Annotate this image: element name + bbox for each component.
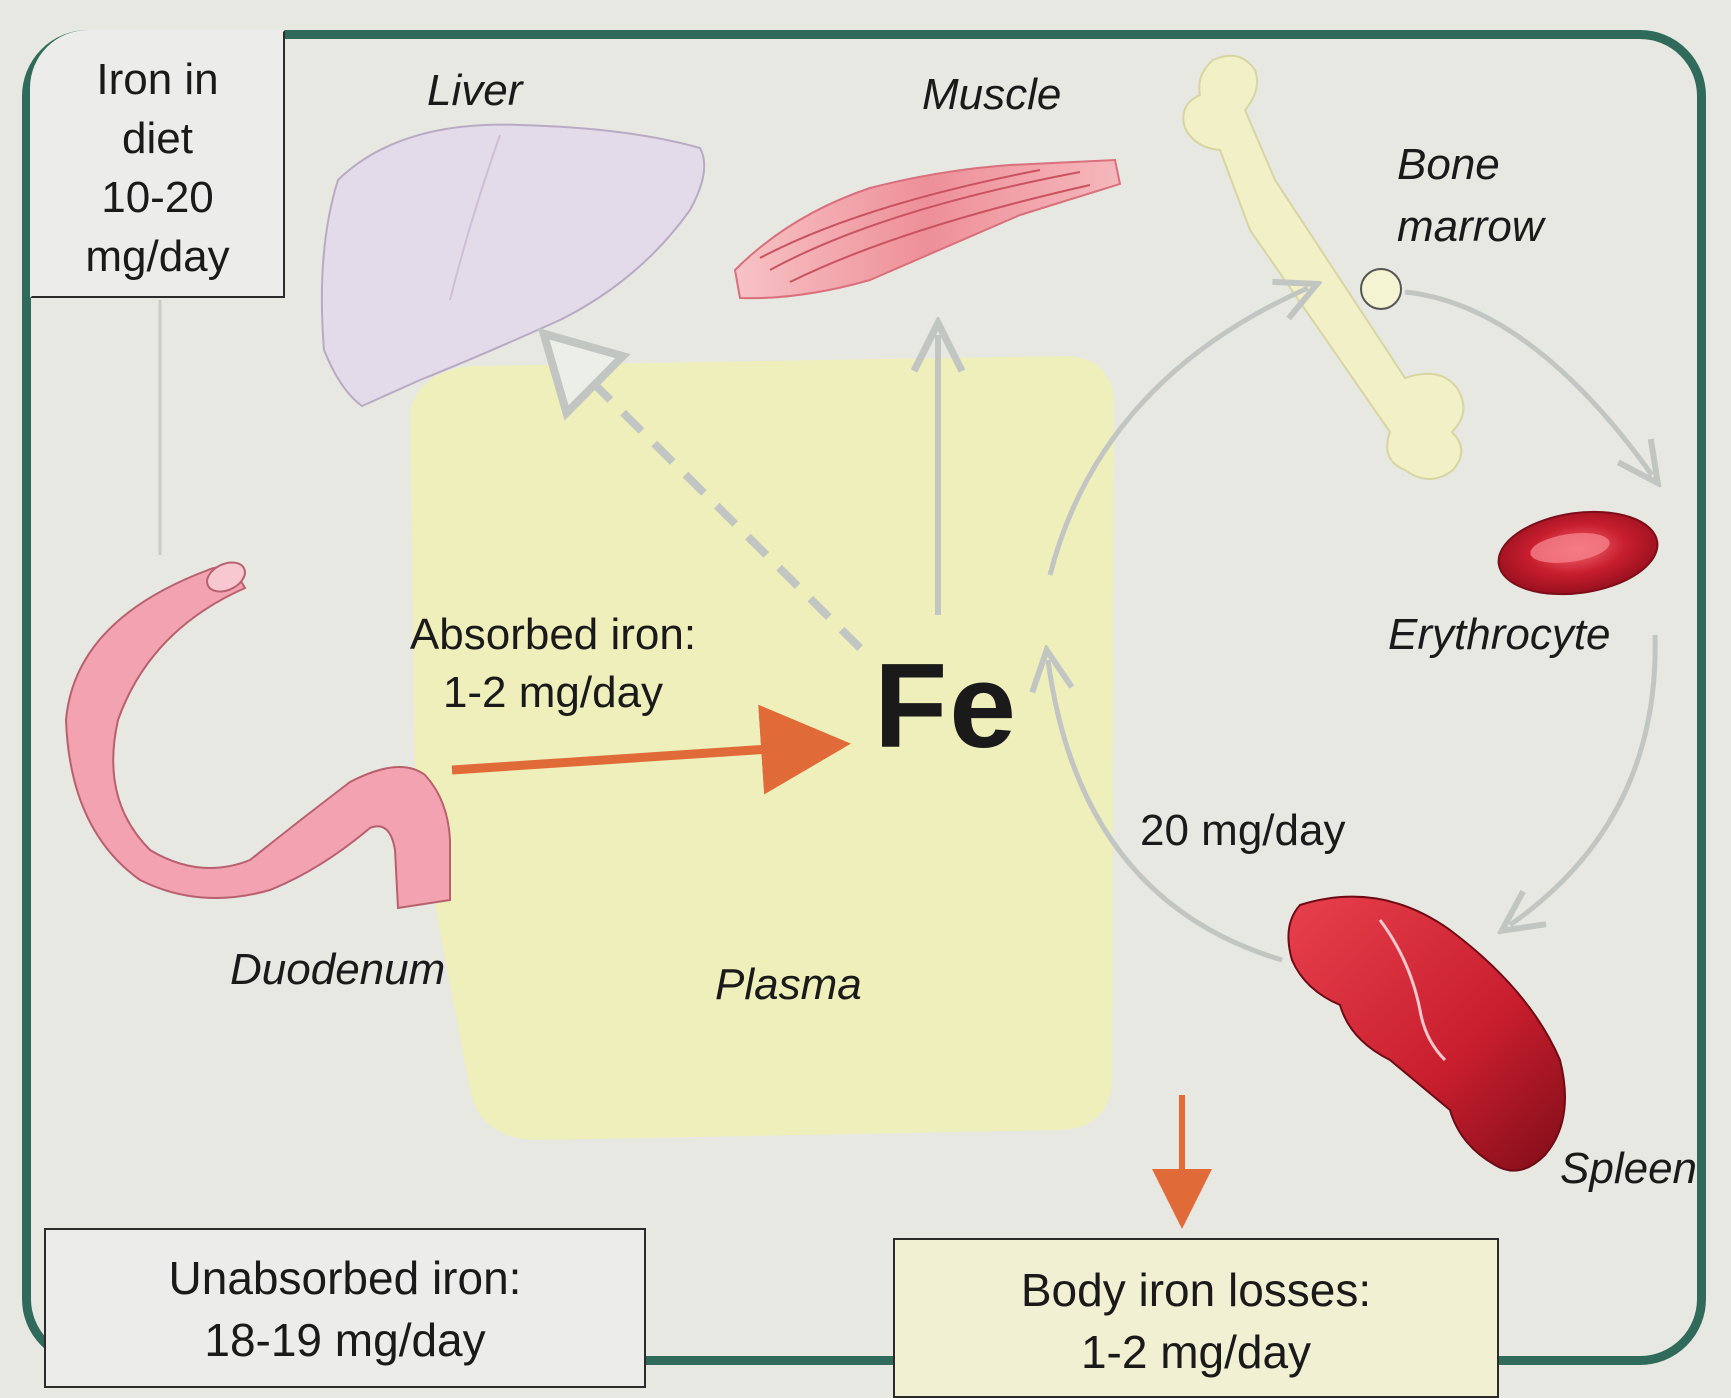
absorbed-iron-label: Absorbed iron: 1-2 mg/day bbox=[383, 606, 723, 722]
duodenum-label: Duodenum bbox=[230, 945, 445, 995]
diet-iron-box: Iron in diet 10-20 mg/day bbox=[30, 30, 285, 298]
unabsorbed-line-2: 18-19 mg/day bbox=[46, 1309, 644, 1371]
plasma-label: Plasma bbox=[715, 960, 862, 1010]
bone-marrow-line-2: marrow bbox=[1397, 196, 1544, 258]
diet-line-2: diet bbox=[32, 109, 283, 168]
liver-label: Liver bbox=[427, 66, 522, 116]
bone-marrow-label: Bone marrow bbox=[1397, 134, 1544, 258]
diet-line-4: mg/day bbox=[32, 227, 283, 286]
unabsorbed-line-1: Unabsorbed iron: bbox=[46, 1247, 644, 1309]
diet-line-3: 10-20 bbox=[32, 168, 283, 227]
losses-line-2: 1-2 mg/day bbox=[895, 1321, 1497, 1383]
turnover-rate-label: 20 mg/day bbox=[1140, 806, 1345, 856]
losses-line-1: Body iron losses: bbox=[895, 1259, 1497, 1321]
body-iron-losses-box: Body iron losses: 1-2 mg/day bbox=[893, 1238, 1499, 1398]
iron-symbol: Fe bbox=[874, 637, 1018, 775]
bone-marrow-line-1: Bone bbox=[1397, 134, 1544, 196]
diet-line-1: Iron in bbox=[32, 50, 283, 109]
absorbed-line-2: 1-2 mg/day bbox=[383, 664, 723, 722]
spleen-label: Spleen bbox=[1560, 1144, 1697, 1194]
erythrocyte-label: Erythrocyte bbox=[1388, 610, 1611, 660]
unabsorbed-iron-box: Unabsorbed iron: 18-19 mg/day bbox=[44, 1228, 646, 1388]
muscle-label: Muscle bbox=[922, 70, 1061, 120]
absorbed-line-1: Absorbed iron: bbox=[383, 606, 723, 664]
